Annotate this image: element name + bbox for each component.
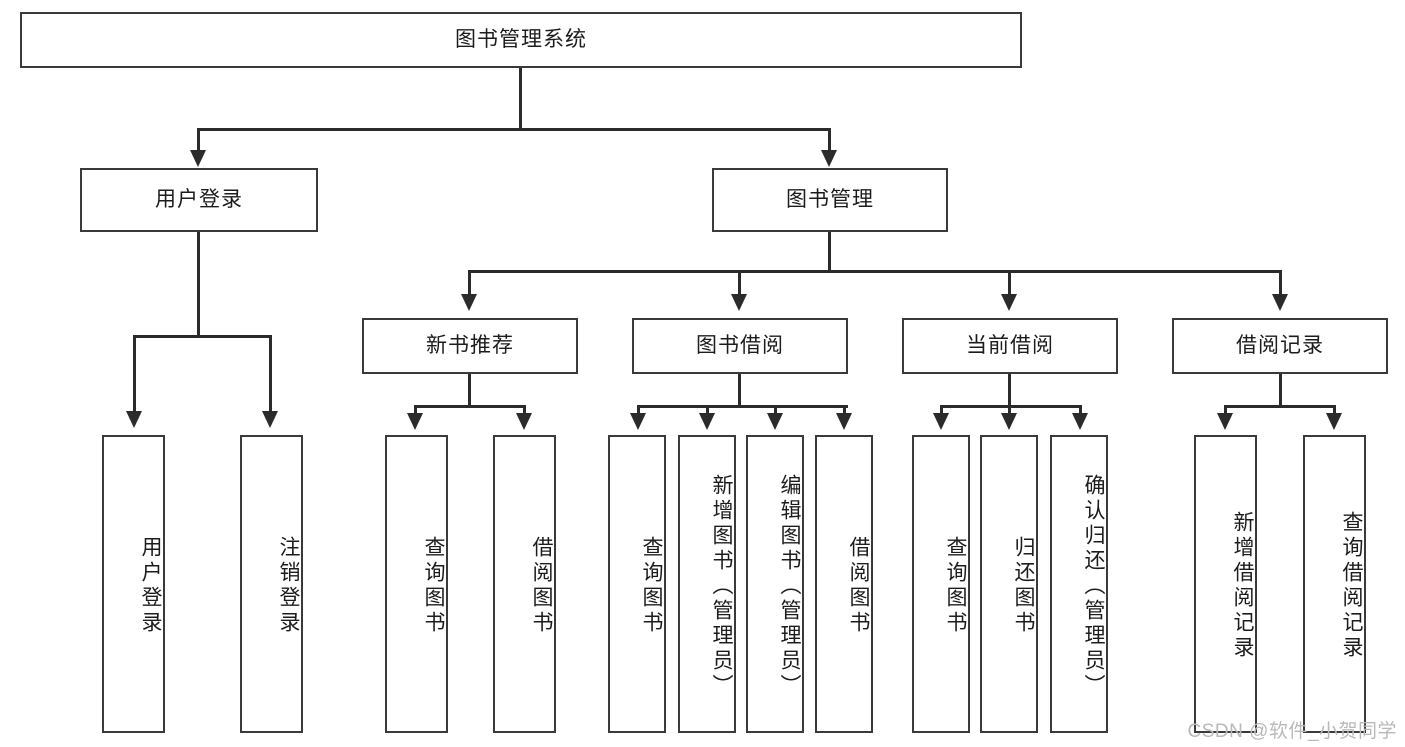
connector-current-bus [940,405,1082,408]
connector-bookmgmt-to-newbook [468,270,471,298]
connector-newbook-stem [468,374,471,408]
arrow-newbook-to-leaf2 [516,413,532,430]
arrow-root-to-userlogin [190,150,206,167]
connector-userlogin-stem [197,232,200,337]
connector-bookmgmt-stem [828,232,831,272]
node-label: 图书管理 [786,187,874,211]
arrow-borrow-to-leaf1 [630,413,646,430]
arrow-current-to-leaf1 [933,413,949,430]
node-label: 注销登录 [277,536,300,636]
connector-record-stem [1279,374,1282,408]
arrow-record-to-leaf1 [1217,413,1233,430]
leaf-current-query-book[interactable]: 查询图书 [912,435,970,733]
node-book-borrow[interactable]: 图书借阅 [632,318,848,374]
connector-borrow-to-leaf1 [637,405,640,417]
leaf-newbook-query-book[interactable]: 查询图书 [385,435,448,733]
leaf-current-return-book[interactable]: 归还图书 [980,435,1038,733]
connector-borrow-to-leaf2 [706,405,709,417]
node-label: 查询图书 [640,536,663,636]
node-user-login[interactable]: 用户登录 [80,168,318,232]
arrow-borrow-to-leaf2 [699,413,715,430]
node-label: 归还图书 [1012,536,1035,636]
connector-newbook-to-leaf2 [523,405,526,417]
node-label: 图书管理系统 [455,27,587,51]
arrow-bookmgmt-to-newbook [461,294,477,311]
connector-current-to-leaf1 [940,405,943,417]
connector-root-to-bookmgmt [828,128,831,154]
connector-newbook-bus [414,405,526,408]
node-label: 用户登录 [139,536,162,636]
node-label: 新增图书（管理员） [710,473,733,699]
node-label: 图书借阅 [696,333,784,357]
connector-borrow-to-leaf4 [843,405,846,417]
connector-current-to-leaf2 [1008,405,1011,417]
leaf-record-query-record[interactable]: 查询借阅记录 [1303,435,1366,733]
connector-bookmgmt-to-borrow [738,270,741,298]
connector-current-stem [1008,374,1011,408]
connector-record-to-leaf2 [1333,405,1336,417]
connector-userlogin-bus [133,335,272,338]
arrow-record-to-leaf2 [1326,413,1342,430]
connector-current-to-leaf3 [1079,405,1082,417]
node-label: 借阅图书 [847,536,870,636]
connector-record-to-leaf1 [1224,405,1227,417]
connector-root-bus [197,128,831,131]
node-label: 借阅图书 [530,536,553,636]
arrow-bookmgmt-to-current [1001,294,1017,311]
arrow-userlogin-to-leaf2 [262,411,278,428]
node-label: 编辑图书（管理员） [778,473,801,699]
arrow-current-to-leaf3 [1072,413,1088,430]
leaf-borrow-query-book[interactable]: 查询图书 [608,435,666,733]
connector-borrow-stem [738,374,741,408]
connector-bookmgmt-bus [468,270,1282,273]
arrow-current-to-leaf2 [1001,413,1017,430]
connector-bookmgmt-to-current [1008,270,1011,298]
leaf-borrow-add-book-admin[interactable]: 新增图书（管理员） [678,435,736,733]
arrow-bookmgmt-to-record [1272,294,1288,311]
node-label: 确认归还（管理员） [1082,473,1105,699]
node-current-borrow[interactable]: 当前借阅 [902,318,1118,374]
node-borrow-record[interactable]: 借阅记录 [1172,318,1388,374]
connector-bookmgmt-to-record [1279,270,1282,298]
node-label: 借阅记录 [1236,333,1324,357]
node-label: 当前借阅 [966,333,1054,357]
connector-borrow-to-leaf3 [774,405,777,417]
leaf-borrow-borrow-book[interactable]: 借阅图书 [815,435,873,733]
connector-root-stem [519,68,522,130]
leaf-borrow-edit-book-admin[interactable]: 编辑图书（管理员） [746,435,804,733]
leaf-user-login[interactable]: 用户登录 [102,435,165,733]
arrow-userlogin-to-leaf1 [126,411,142,428]
leaf-record-add-record[interactable]: 新增借阅记录 [1194,435,1257,733]
node-label: 新增借阅记录 [1231,511,1254,661]
connector-record-bus [1224,405,1336,408]
node-label: 查询借阅记录 [1340,511,1363,661]
leaf-user-logout[interactable]: 注销登录 [240,435,303,733]
arrow-borrow-to-leaf4 [836,413,852,430]
leaf-current-confirm-return-admin[interactable]: 确认归还（管理员） [1050,435,1108,733]
leaf-newbook-borrow-book[interactable]: 借阅图书 [493,435,556,733]
node-book-management[interactable]: 图书管理 [712,168,948,232]
arrow-borrow-to-leaf3 [767,413,783,430]
node-root-system[interactable]: 图书管理系统 [20,12,1022,68]
node-label: 用户登录 [155,187,243,211]
node-new-book-recommend[interactable]: 新书推荐 [362,318,578,374]
connector-borrow-bus [637,405,848,408]
node-label: 查询图书 [422,536,445,636]
arrow-root-to-bookmgmt [821,150,837,167]
arrow-newbook-to-leaf1 [407,413,423,430]
connector-root-to-userlogin [197,128,200,154]
connector-newbook-to-leaf1 [414,405,417,417]
node-label: 新书推荐 [426,333,514,357]
arrow-bookmgmt-to-borrow [731,294,747,311]
node-label: 查询图书 [944,536,967,636]
connector-userlogin-to-leaf2 [269,335,272,415]
connector-userlogin-to-leaf1 [133,335,136,415]
